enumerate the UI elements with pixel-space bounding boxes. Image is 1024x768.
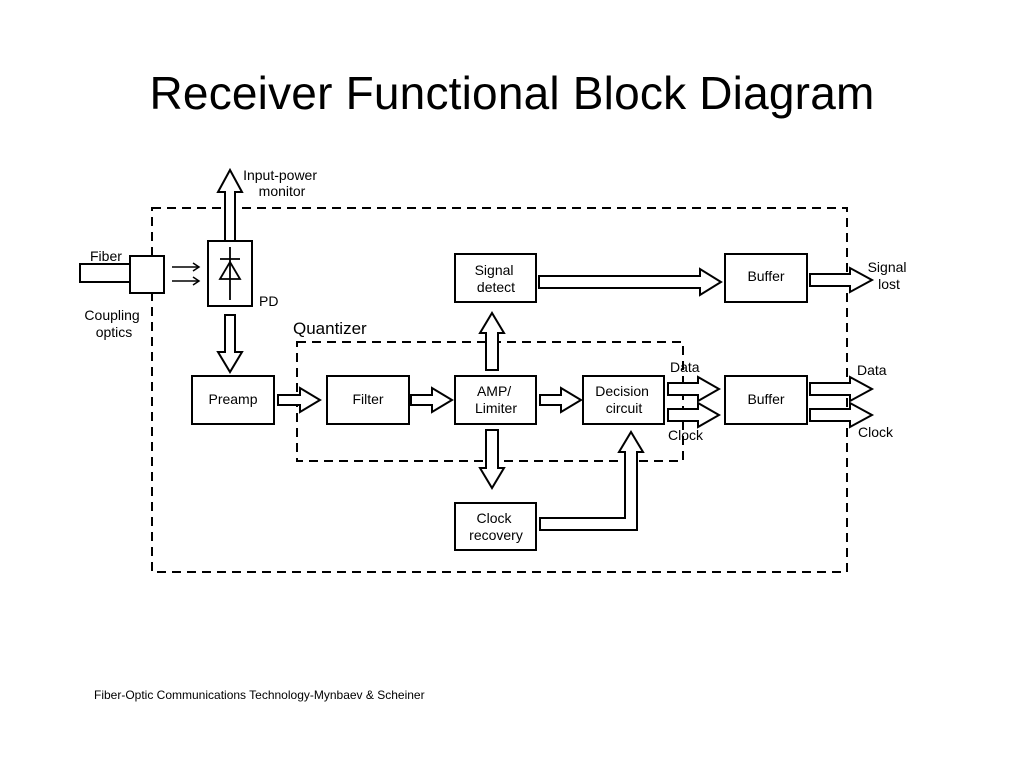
coupling-optics-box: [129, 255, 165, 294]
light-arrows: [172, 262, 201, 286]
coupling-optics-label: Coupling optics: [84, 307, 143, 340]
data-out-label: Data: [857, 362, 887, 378]
page-title: Receiver Functional Block Diagram: [149, 67, 875, 119]
preamp-block: [191, 375, 275, 425]
signal-lost-label: Signal lost: [868, 259, 911, 292]
decision-circuit-label: Decision circuit: [595, 383, 653, 416]
quantizer-label: Quantizer: [293, 319, 367, 338]
arrow-amp-to-decision: [539, 386, 583, 414]
arrow-clock-recovery-to-decision: [539, 430, 645, 531]
clock-recovery-label: Clock recovery: [469, 510, 523, 543]
filter-label: Filter: [352, 391, 383, 407]
buffer-signal-block: [724, 253, 808, 303]
arrow-pd-to-monitor: [216, 167, 244, 242]
photodiode-icon: [218, 247, 242, 300]
amp-limiter-label: AMP/ Limiter: [475, 383, 517, 416]
arrow-filter-to-amp: [410, 386, 454, 414]
signal-detect-block: [454, 253, 537, 303]
filter-block: [326, 375, 410, 425]
arrow-decision-to-buffer-data: [667, 375, 722, 403]
arrow-pd-to-preamp: [216, 314, 244, 374]
amp-limiter-block: [454, 375, 537, 425]
arrow-buffer-to-data-out: [809, 375, 875, 403]
clock-out-label: Clock: [858, 424, 894, 440]
buffer-data-block: [724, 375, 808, 425]
pd-label: PD: [259, 293, 278, 309]
buffer-data-label: Buffer: [747, 391, 784, 407]
fiber-stub: [79, 263, 131, 283]
arrow-amp-to-clock-recovery: [478, 429, 506, 490]
signal-flow-arrows: [216, 167, 875, 531]
arrow-signal-detect-to-buffer: [538, 267, 723, 297]
preamp-label: Preamp: [208, 391, 257, 407]
clock-inner-label: Clock: [668, 427, 704, 443]
arrow-amp-to-signal-detect: [478, 311, 506, 371]
buffer-signal-label: Buffer: [747, 268, 784, 284]
fiber-label: Fiber: [90, 248, 122, 264]
clock-recovery-block: [454, 502, 537, 551]
arrow-decision-to-buffer-clock: [667, 401, 722, 429]
source-citation: Fiber-Optic Communications Technology-My…: [94, 688, 425, 702]
signal-detect-label: Signal detect: [475, 262, 518, 295]
arrow-preamp-to-filter: [277, 386, 322, 414]
arrow-buffer-to-clock-out: [809, 401, 875, 429]
data-inner-label: Data: [670, 359, 700, 375]
decision-circuit-block: [582, 375, 665, 425]
arrow-buffer-to-signal-lost: [809, 266, 875, 294]
input-power-monitor-label: Input-power monitor: [243, 167, 321, 199]
